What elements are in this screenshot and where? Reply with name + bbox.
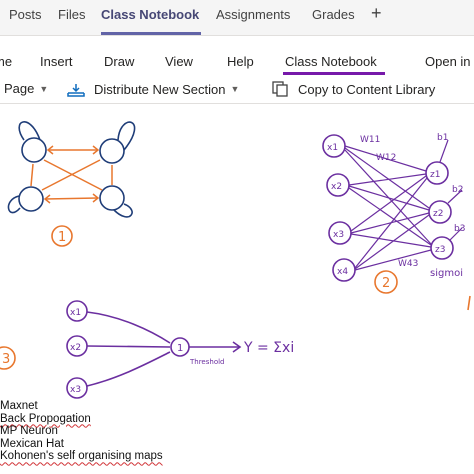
page-dropdown[interactable]: Page ▼ [4,81,48,96]
diagram-mp-neuron [66,300,242,399]
sigmoid-label: sigmoi [430,268,463,279]
node [21,137,47,163]
notebook-canvas[interactable]: 1 x1 x2 x3 x4 z1 z2 z3 W11 W12 [0,104,474,474]
edge [30,163,34,187]
arrowhead [92,145,100,155]
edge [86,311,171,344]
copy-to-content-library-button[interactable]: Copy to Content Library [272,81,435,97]
diagram-2-circle [374,270,398,294]
edge [86,351,171,387]
page-label: Page [4,81,35,96]
active-ribbon-indicator [283,72,385,75]
distribute-label: Distribute New Section [94,81,226,97]
edge [86,345,171,348]
list-item-text: Back Propogation [0,412,91,425]
node [66,377,88,399]
ribbon-tab-home[interactable]: me [0,54,13,69]
list-item-text: Kohonen's self organising maps [0,450,163,463]
b1-label: b1 [437,133,448,143]
threshold-label: Threshold [189,358,225,366]
orange-edge-stroke [467,295,471,311]
list-item: Kohonen's self organising maps [0,450,260,463]
w11-label: W11 [360,135,380,145]
ink-drawing: 1 x1 x2 x3 x4 z1 z2 z3 W11 W12 [0,121,471,399]
diagram-backprop-labels: x1 x2 x3 x4 z1 z2 z3 W11 W12 W43 b1 b2 b… [327,133,465,279]
arrowhead [46,145,54,155]
copy-icon [272,81,288,97]
edge [41,159,101,191]
arrowhead [92,193,100,203]
list-item: Back Propogation [0,413,260,426]
node [99,185,125,211]
ribbon-tab-view[interactable]: View [165,54,193,69]
diagram-3-circle [0,346,16,370]
diagram-mp-labels: x1 x2 x3 1 Threshold Y = Σxi [70,308,294,395]
mp-x1-label: x1 [70,308,81,318]
ribbon-tab-draw[interactable]: Draw [104,54,135,69]
diagram-backprop-edges [344,139,463,271]
node [425,161,449,185]
ribbon-tab-insert[interactable]: Insert [40,54,73,69]
diagram-3-number: 3 [2,352,10,367]
self-loop [18,121,41,141]
z1-label: z1 [430,170,440,180]
diagram-maxnet [7,121,136,218]
diagram-2-number: 2 [382,276,390,291]
distribute-icon [67,84,85,97]
list-item: Maxnet [0,400,38,412]
z3-label: z3 [435,245,445,255]
ribbon-commands: Page ▼ Distribute New Section ▼ Copy to … [0,76,474,104]
w12-label: W12 [376,153,396,163]
tab-posts[interactable]: Posts [9,7,42,22]
topic-list[interactable]: Maxnet Back Propogation MP Neuron Mexica… [0,400,260,463]
list-item: MP Neuron [0,425,58,438]
b3-label: b3 [454,224,465,234]
node [430,236,454,260]
self-loop [7,195,21,214]
chevron-down-icon: ▼ [39,83,49,94]
tab-files[interactable]: Files [58,7,86,22]
ribbon-tab-class-notebook[interactable]: Class Notebook [285,54,377,69]
x4-label: x4 [337,267,348,277]
node [99,138,125,164]
x1-label: x1 [327,143,338,153]
equation-label: Y = Σxi [243,340,294,356]
ribbon-tabs: me Insert Draw View Help Class Notebook … [0,36,474,76]
arrowhead [232,341,242,353]
tab-grades[interactable]: Grades [312,7,355,22]
arrowhead [43,194,51,204]
node [18,186,44,212]
z2-label: z2 [433,209,443,219]
theta-label: 1 [177,343,183,354]
tab-assignments[interactable]: Assignments [216,7,291,22]
diagram-1-circle [51,225,73,247]
edge [44,197,99,200]
copy-label: Copy to Content Library [298,81,436,97]
mp-x2-label: x2 [70,343,81,353]
w43-label: W43 [398,259,418,269]
edge [43,159,103,191]
ribbon-tab-open-in[interactable]: Open in [425,54,471,69]
diagram-1-number: 1 [58,230,66,245]
mp-x3-label: x3 [70,385,81,395]
x3-label: x3 [333,230,344,240]
b2-label: b2 [452,185,463,195]
x2-label: x2 [331,182,342,192]
add-tab-icon[interactable]: + [371,3,382,23]
node [428,200,452,224]
tab-class-notebook[interactable]: Class Notebook [101,7,200,22]
diagram-maxnet-edges [30,145,113,204]
channel-tab-bar: Posts Files Class Notebook Assignments G… [0,0,474,36]
distribute-new-section-button[interactable]: Distribute New Section ▼ [66,81,239,97]
active-tab-indicator [101,32,201,35]
chevron-down-icon: ▼ [230,84,240,94]
node [66,300,88,322]
list-item: Mexican Hat [0,437,64,450]
self-loop [117,121,136,151]
self-loop [113,203,133,218]
ribbon-tab-help[interactable]: Help [227,54,254,69]
